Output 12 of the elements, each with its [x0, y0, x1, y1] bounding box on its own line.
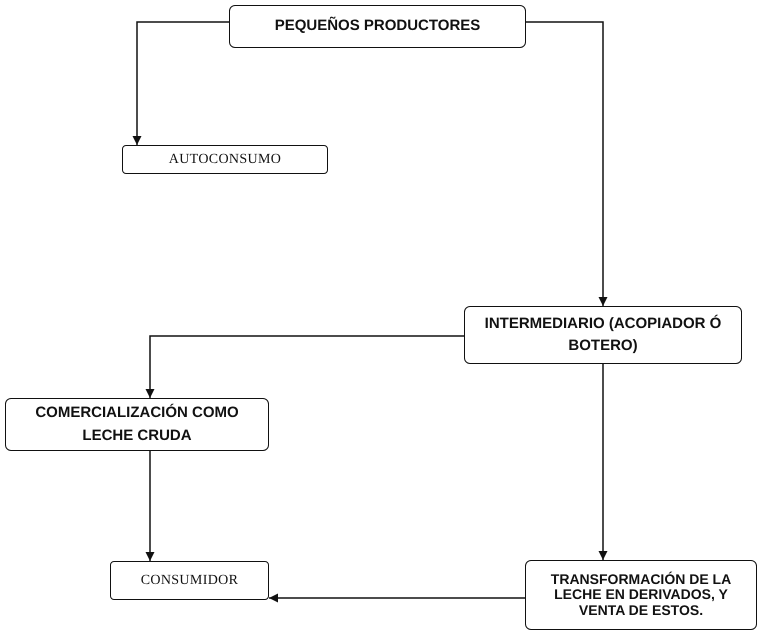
process-box: TRANSFORMACIÓN DE LA LECHE EN DERIVADOS, Y VENTA DE ESTOS.: [525, 560, 757, 630]
arrow: [146, 451, 154, 561]
process-box: PEQUEÑOS PRODUCTORES: [229, 5, 526, 48]
arrow: [146, 335, 464, 398]
arrow: [598, 364, 608, 560]
process-box: COMERCIALIZACIÓN COMO LECHE CRUDA: [5, 398, 269, 451]
process-box: CONSUMIDOR: [110, 561, 269, 600]
process-box: INTERMEDIARIO (ACOPIADOR Ó BOTERO): [464, 306, 742, 364]
process-box: AUTOCONSUMO: [122, 145, 328, 174]
arrow: [526, 21, 608, 306]
arrow: [269, 594, 525, 602]
arrow: [132, 21, 229, 145]
